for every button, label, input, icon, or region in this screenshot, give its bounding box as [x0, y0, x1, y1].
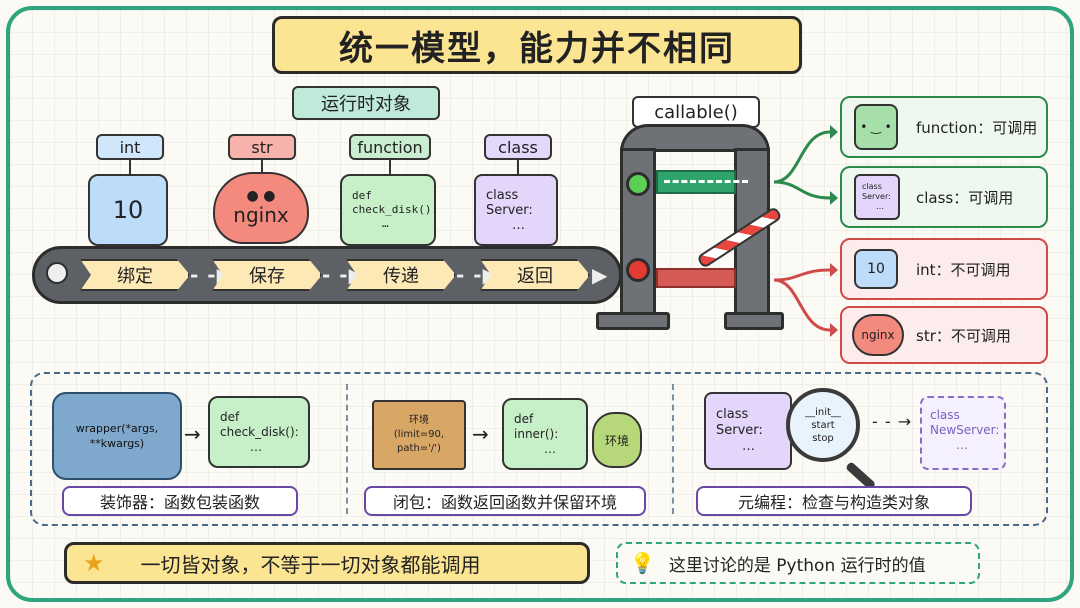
closure-label: 闭包：函数返回函数并保留环境: [364, 486, 646, 516]
footer-right-text: 这里讨论的是 Python 运行时的值: [668, 555, 926, 576]
lightbulb-icon: 💡: [630, 551, 655, 575]
code-line: Server:: [486, 202, 533, 218]
result-text: str：不可调用: [916, 326, 1011, 345]
green-lane-arrow: [664, 180, 748, 183]
box-line: (limit=90,: [393, 429, 445, 440]
lens-line: start: [811, 419, 835, 431]
bag-text: 环境: [604, 433, 629, 448]
int-object: 10: [88, 174, 168, 246]
roller-icon: [46, 262, 68, 284]
result-str: nginx str：不可调用: [840, 306, 1048, 364]
box-line: 环境: [409, 415, 429, 426]
decorated-function: def check_disk(): …: [208, 396, 310, 468]
code-line: check_disk():: [352, 203, 439, 216]
star-icon: ★: [83, 549, 105, 577]
decorator-label: 装饰器：函数包装函数: [62, 486, 298, 516]
type-tag-int: int: [96, 134, 164, 160]
step-bind: 绑定: [80, 259, 190, 291]
result-class: class Server: … class：可调用: [840, 166, 1048, 228]
code-line: …: [742, 439, 755, 454]
lens-line: stop: [812, 432, 834, 444]
shirt-text: wrapper(*args,: [75, 422, 159, 435]
result-text: int：不可调用: [916, 260, 1011, 279]
function-object: def check_disk(): …: [340, 174, 439, 246]
code-line: def: [352, 189, 372, 202]
page-title: 统一模型，能力并不相同: [272, 16, 802, 74]
box-line: path='/'): [397, 443, 441, 454]
icon-line: nginx: [861, 328, 895, 342]
result-text: function：可调用: [916, 118, 1038, 137]
magnifier-icon: __init__ start stop: [786, 388, 860, 462]
type-tag-function: function: [349, 134, 431, 160]
icon-line: class: [862, 182, 882, 191]
type-tag-class: class: [484, 134, 552, 160]
code-line: class: [486, 187, 519, 203]
eyes-icon: ● ●: [246, 188, 276, 204]
int-value: 10: [112, 196, 144, 224]
red-lane: [656, 268, 736, 288]
step-save: 保存: [212, 259, 322, 291]
server-class-card: class Server: …: [704, 392, 792, 470]
arrow-icon: ▶: [592, 263, 609, 287]
code-line: def: [220, 409, 240, 424]
arrow-icon: →: [472, 422, 489, 446]
step-return: 返回: [480, 259, 590, 291]
footer-banner: ★ 一切皆对象，不等于一切对象都能调用: [64, 542, 590, 584]
str-value: nginx: [233, 203, 289, 227]
lens-line: __init__: [805, 406, 841, 418]
code-line: …: [382, 217, 389, 230]
arrow-icon: →: [184, 422, 201, 446]
gate-base-right: [724, 312, 784, 330]
class-icon: class Server: …: [854, 174, 900, 220]
code-line: Server:: [716, 423, 763, 438]
red-light-icon: [626, 258, 650, 282]
result-int: 10 int：不可调用: [840, 238, 1048, 300]
dashed-arrow-icon: - - →: [872, 412, 913, 431]
footer-left-text: 一切皆对象，不等于一切对象都能调用: [140, 552, 481, 577]
result-text: class：可调用: [916, 188, 1014, 207]
class-object: class Server: …: [474, 174, 558, 246]
icon-line: …: [876, 202, 884, 211]
code-line: …: [250, 439, 262, 454]
icon-line: 10: [867, 261, 885, 277]
smiley-icon: • ‿ •: [854, 104, 898, 150]
footer-note: 💡 这里讨论的是 Python 运行时的值: [616, 542, 980, 584]
int-icon: 10: [854, 249, 898, 289]
metaprogramming-label: 元编程：检查与构造类对象: [696, 486, 972, 516]
environment-bag-icon: 环境: [592, 412, 642, 468]
code-line: …: [512, 217, 525, 233]
type-tag-str: str: [228, 134, 296, 160]
str-icon: nginx: [852, 314, 904, 356]
green-light-icon: [626, 172, 650, 196]
shirt-text: **kwargs): [89, 437, 145, 450]
runtime-objects-label: 运行时对象: [292, 86, 440, 120]
code-line: …: [956, 438, 968, 452]
code-line: class: [930, 408, 960, 422]
routing-arrows: [773, 125, 838, 337]
concepts-panel: [30, 372, 1048, 526]
icon-line: Server:: [862, 192, 891, 201]
code-line: inner():: [514, 426, 559, 441]
code-line: check_disk():: [220, 424, 299, 439]
result-function: • ‿ • function：可调用: [840, 96, 1048, 158]
code-line: def: [514, 411, 534, 426]
gate-base-left: [596, 312, 670, 330]
code-line: NewServer:: [930, 423, 1000, 437]
code-line: class: [716, 407, 749, 422]
shirt-wrapper-icon: wrapper(*args, **kwargs): [52, 392, 182, 480]
new-class-card: class NewServer: …: [920, 396, 1006, 470]
inner-function: def inner(): …: [502, 398, 588, 470]
environment-box-icon: 环境 (limit=90, path='/'): [372, 400, 466, 470]
code-line: …: [544, 441, 556, 456]
step-pass: 传递: [346, 259, 456, 291]
str-object: ● ● nginx: [213, 172, 309, 244]
